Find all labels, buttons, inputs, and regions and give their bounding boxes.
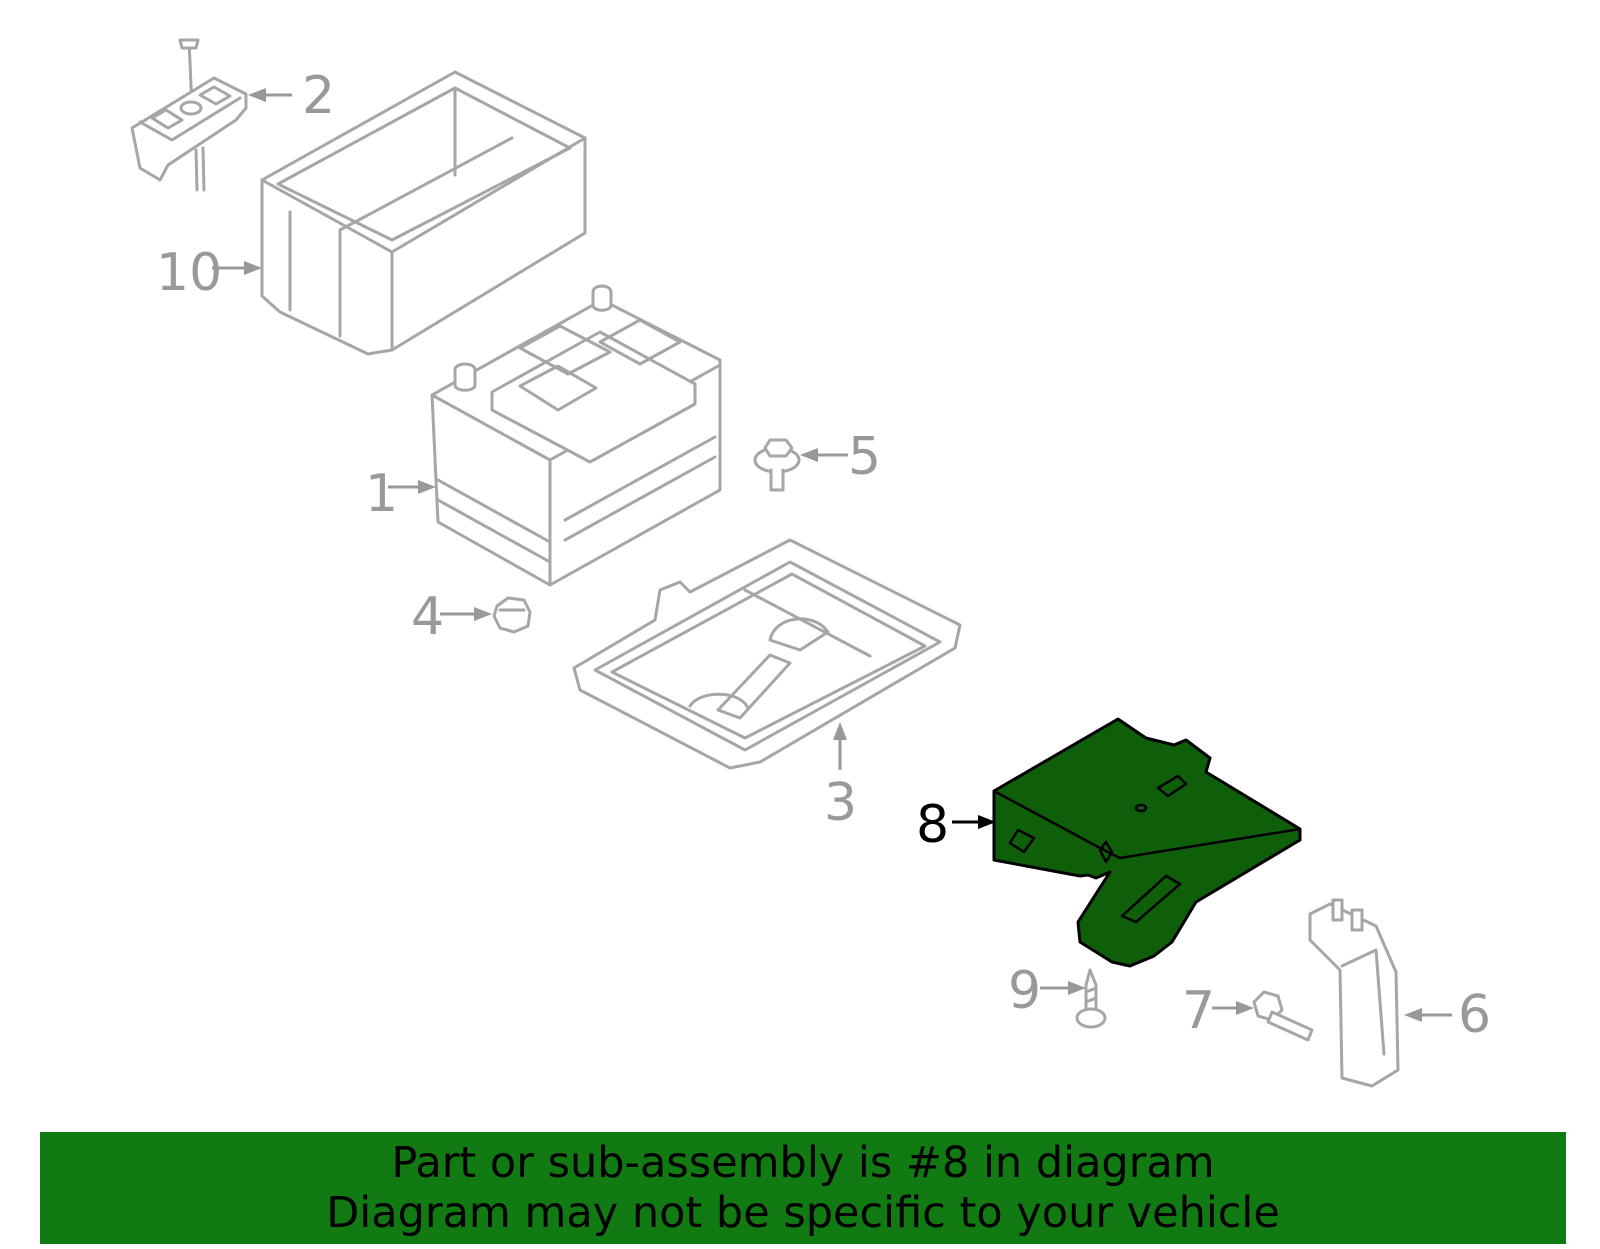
parts-diagram: 2 10 1 5 4 3 8 9 7 6 <box>130 38 1491 1088</box>
part-4-nut <box>492 596 532 634</box>
callout-arrows <box>212 88 1452 1022</box>
info-banner: Part or sub-assembly is #8 in diagram Di… <box>40 1132 1566 1244</box>
part-8-tray-bracket <box>992 717 1302 968</box>
callout-5: 5 <box>848 427 881 487</box>
part-6-support-bracket <box>1308 898 1400 1088</box>
callout-8: 8 <box>916 795 949 855</box>
callout-6: 6 <box>1458 985 1491 1045</box>
callout-arrow-8 <box>952 815 996 829</box>
callout-4: 4 <box>411 587 444 647</box>
part-7-bolt <box>1252 990 1314 1042</box>
banner-line-part: Part or sub-assembly is #8 in diagram <box>391 1138 1215 1188</box>
callout-7: 7 <box>1182 981 1215 1041</box>
part-2-hold-down-clamp <box>130 38 248 192</box>
callout-2: 2 <box>302 66 335 126</box>
part-9-screw <box>1075 968 1107 1029</box>
callout-3: 3 <box>824 773 857 833</box>
part-5-bolt <box>753 438 801 492</box>
callout-10: 10 <box>156 243 222 303</box>
part-1-battery <box>430 284 722 587</box>
callout-1: 1 <box>365 464 398 524</box>
part-3-battery-tray <box>572 538 962 770</box>
banner-line-disclaimer: Diagram may not be specific to your vehi… <box>326 1188 1280 1238</box>
part-10-battery-insulator <box>260 70 587 356</box>
callout-9: 9 <box>1008 961 1041 1021</box>
